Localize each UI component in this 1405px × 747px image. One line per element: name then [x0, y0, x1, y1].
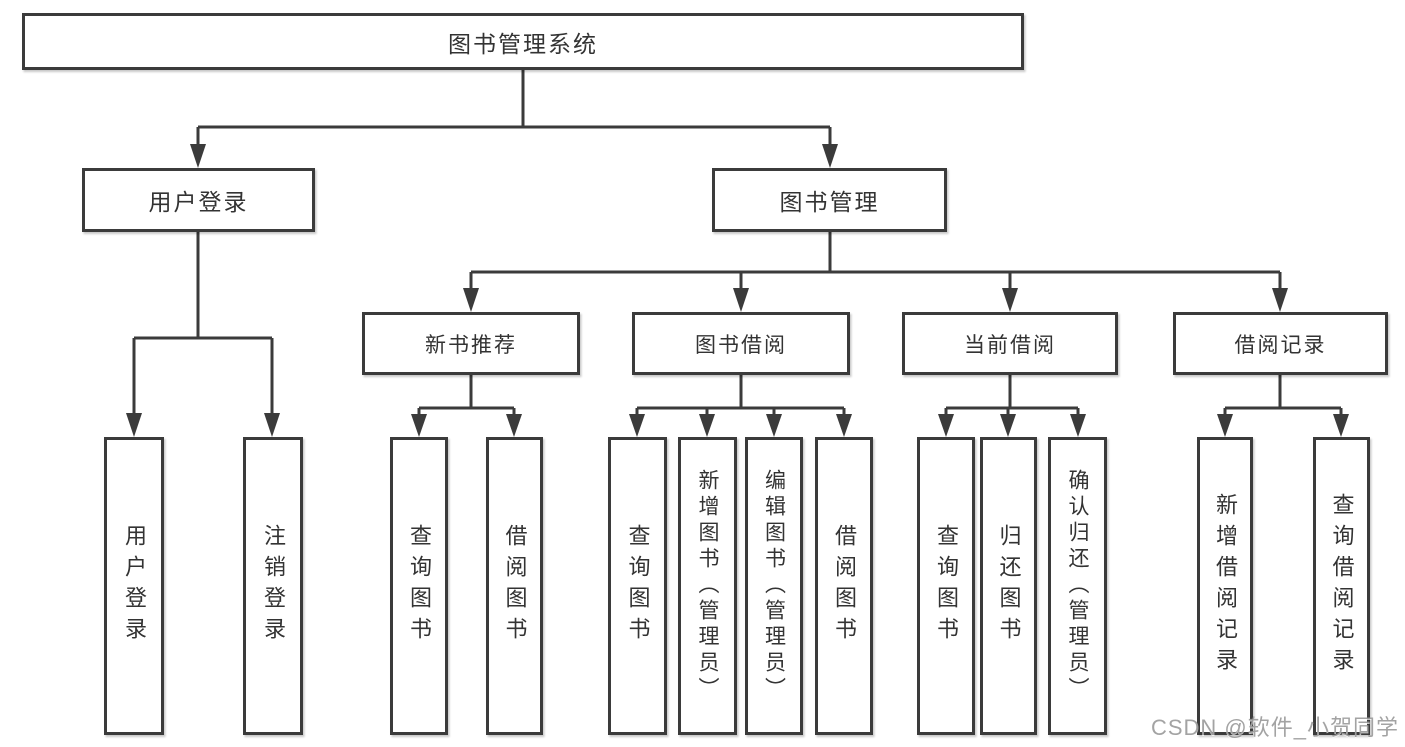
leaf-borrow-books-recommend: 借阅图书: [486, 437, 543, 735]
node-label: 借阅图书: [832, 524, 857, 648]
leaf-add-book-admin: 新增图书（管理员）: [678, 437, 737, 735]
leaf-logout: 注销登录: [243, 437, 303, 735]
node-label: 编辑图书（管理员）: [762, 469, 786, 703]
connector-book-borrow-to-leaves: [629, 375, 852, 437]
node-borrow-records: 借阅记录: [1173, 312, 1388, 375]
node-label: 当前借阅: [964, 333, 1056, 357]
leaf-add-borrow-record: 新增借阅记录: [1197, 437, 1253, 735]
node-label: 查询图书: [625, 524, 651, 648]
connector-user-login-to-leaves: [126, 232, 280, 437]
node-library-management-system: 图书管理系统: [22, 13, 1024, 70]
node-label: 图书借阅: [695, 333, 787, 357]
node-label: 确认归还（管理员）: [1066, 469, 1089, 703]
node-book-management: 图书管理: [712, 168, 947, 232]
leaf-borrow-books: 借阅图书: [815, 437, 873, 735]
node-label: 新书推荐: [425, 333, 517, 357]
watermark: CSDN @软件_小贺同学: [1150, 715, 1399, 740]
node-user-login: 用户登录: [82, 168, 315, 232]
leaf-query-borrow-record: 查询借阅记录: [1313, 437, 1370, 735]
node-label: 用户登录: [122, 524, 147, 648]
leaf-edit-book-admin: 编辑图书（管理员）: [745, 437, 803, 735]
leaf-query-books-borrow: 查询图书: [608, 437, 667, 735]
node-label: 借阅图书: [502, 524, 528, 648]
node-label: 借阅记录: [1234, 333, 1327, 357]
node-label: 查询图书: [407, 524, 432, 648]
leaf-query-books-recommend: 查询图书: [390, 437, 448, 735]
node-label: 图书管理: [779, 189, 880, 215]
node-current-borrow: 当前借阅: [902, 312, 1118, 375]
node-book-borrow: 图书借阅: [632, 312, 850, 375]
node-new-book-recommend: 新书推荐: [362, 312, 580, 375]
node-label: 归还图书: [996, 524, 1022, 648]
node-label: 新增图书（管理员）: [696, 469, 719, 703]
node-label: 用户登录: [148, 189, 249, 215]
node-label: 注销登录: [261, 524, 286, 648]
node-label: 查询借阅记录: [1329, 493, 1355, 679]
connector-current-borrow-to-leaves: [938, 375, 1086, 437]
node-label: 图书管理系统: [448, 30, 598, 57]
connector-new-book-recommend-to-leaves: [411, 375, 522, 437]
connector-root-to-level2: [190, 70, 838, 168]
connector-book-management-to-level3: [463, 232, 1288, 312]
node-label: 新增借阅记录: [1213, 493, 1238, 679]
leaf-return-book: 归还图书: [980, 437, 1037, 735]
connector-borrow-records-to-leaves: [1217, 375, 1349, 437]
leaf-query-books-current: 查询图书: [917, 437, 975, 735]
leaf-user-login: 用户登录: [104, 437, 164, 735]
leaf-confirm-return-admin: 确认归还（管理员）: [1048, 437, 1107, 735]
node-label: 查询图书: [934, 524, 959, 648]
